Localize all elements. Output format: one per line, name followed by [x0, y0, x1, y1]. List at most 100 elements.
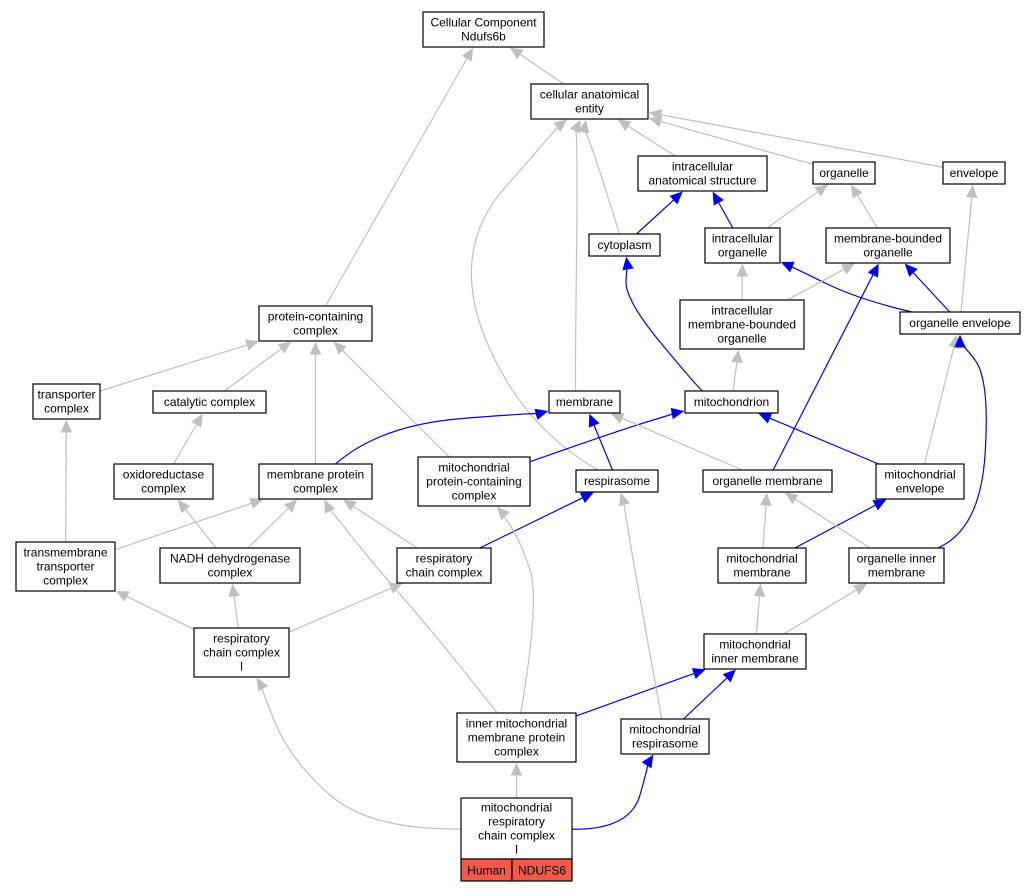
- arrowhead: [115, 591, 130, 602]
- arrowhead: [853, 583, 868, 595]
- edge-mim-to-oim: [783, 583, 868, 635]
- node-label: respiratory: [488, 815, 545, 829]
- node-box[interactable]: [422, 11, 545, 48]
- node-box[interactable]: [848, 547, 945, 584]
- node-label: Ndufs6b: [461, 30, 506, 44]
- node-box[interactable]: [875, 463, 965, 500]
- arrowhead: [691, 668, 706, 680]
- node-box[interactable]: [530, 83, 649, 120]
- node-box[interactable]: [159, 547, 301, 584]
- arrowhead: [510, 762, 523, 776]
- node-box[interactable]: [637, 155, 768, 192]
- node-org-mem[interactable]: organelle membrane: [702, 469, 833, 493]
- edge-line: [937, 344, 987, 549]
- node-box[interactable]: [575, 469, 659, 493]
- arrowhead: [324, 499, 336, 514]
- edge-ias-to-cae: [617, 119, 676, 157]
- arrowhead: [736, 263, 749, 277]
- node-box[interactable]: [717, 547, 807, 584]
- node-membrane[interactable]: membrane: [548, 390, 621, 414]
- node-box[interactable]: [258, 305, 373, 342]
- node-label: I: [240, 660, 243, 674]
- node-cytoplasm[interactable]: cytoplasm: [588, 233, 661, 257]
- node-box[interactable]: [258, 463, 373, 500]
- node-label: complex: [141, 482, 186, 496]
- node-label: complex: [208, 566, 253, 580]
- node-box[interactable]: [812, 161, 876, 185]
- node-box[interactable]: [620, 718, 710, 755]
- node-catalytic[interactable]: catalytic complex: [152, 390, 267, 414]
- node-envelope[interactable]: envelope: [942, 161, 1006, 185]
- node-box[interactable]: [679, 299, 805, 350]
- node-box[interactable]: [32, 383, 101, 420]
- node-label: organelle envelope: [909, 316, 1011, 330]
- node-box[interactable]: [152, 390, 267, 414]
- edge-rcc1-to-rcc: [288, 583, 403, 633]
- node-label: Cellular Component: [430, 16, 537, 30]
- node-respirasome[interactable]: respirasome: [575, 469, 659, 493]
- node-box[interactable]: [548, 390, 621, 414]
- node-box[interactable]: [704, 227, 781, 264]
- arrowhead: [509, 47, 524, 60]
- node-box[interactable]: [825, 227, 951, 264]
- node-box[interactable]: [456, 712, 577, 763]
- node-mito[interactable]: mitochondrion: [684, 390, 779, 414]
- arrowhead: [722, 669, 736, 683]
- node-box[interactable]: [588, 233, 661, 257]
- node-box[interactable]: [899, 311, 1021, 335]
- arrowhead: [579, 492, 594, 504]
- node-box[interactable]: [942, 161, 1006, 185]
- node-label: organelle inner: [857, 552, 936, 566]
- edge-line: [502, 513, 534, 714]
- edge-line: [786, 268, 845, 301]
- node-box[interactable]: [703, 633, 807, 670]
- node-box[interactable]: [684, 390, 779, 414]
- edge-respirasome-to-cae: [470, 119, 599, 471]
- edge-mpc-to-pcc: [309, 341, 322, 464]
- node-box[interactable]: [113, 463, 214, 500]
- edge-line: [529, 412, 675, 463]
- node-label: mitochondrial: [884, 468, 955, 482]
- gene-legend: Human NDUFS6: [460, 858, 573, 882]
- node-box[interactable]: [702, 469, 833, 493]
- edge-line: [732, 361, 738, 392]
- node-label: mitochondrial: [629, 723, 700, 737]
- node-box[interactable]: [15, 541, 116, 592]
- edge-mim-to-mito_mem: [753, 583, 766, 635]
- edge-line: [623, 503, 663, 720]
- node-box[interactable]: [396, 547, 492, 584]
- node-organelle[interactable]: organelle: [812, 161, 876, 185]
- arrowhead: [753, 583, 766, 597]
- node-box[interactable]: [460, 797, 573, 860]
- node-box[interactable]: [417, 456, 531, 507]
- node-box[interactable]: [193, 627, 290, 678]
- edge-line: [718, 202, 734, 229]
- edge-org_env-to-intra_org: [780, 261, 913, 313]
- edge-line: [769, 417, 879, 465]
- node-org-env[interactable]: organelle envelope: [899, 311, 1021, 335]
- edge-line: [223, 348, 282, 392]
